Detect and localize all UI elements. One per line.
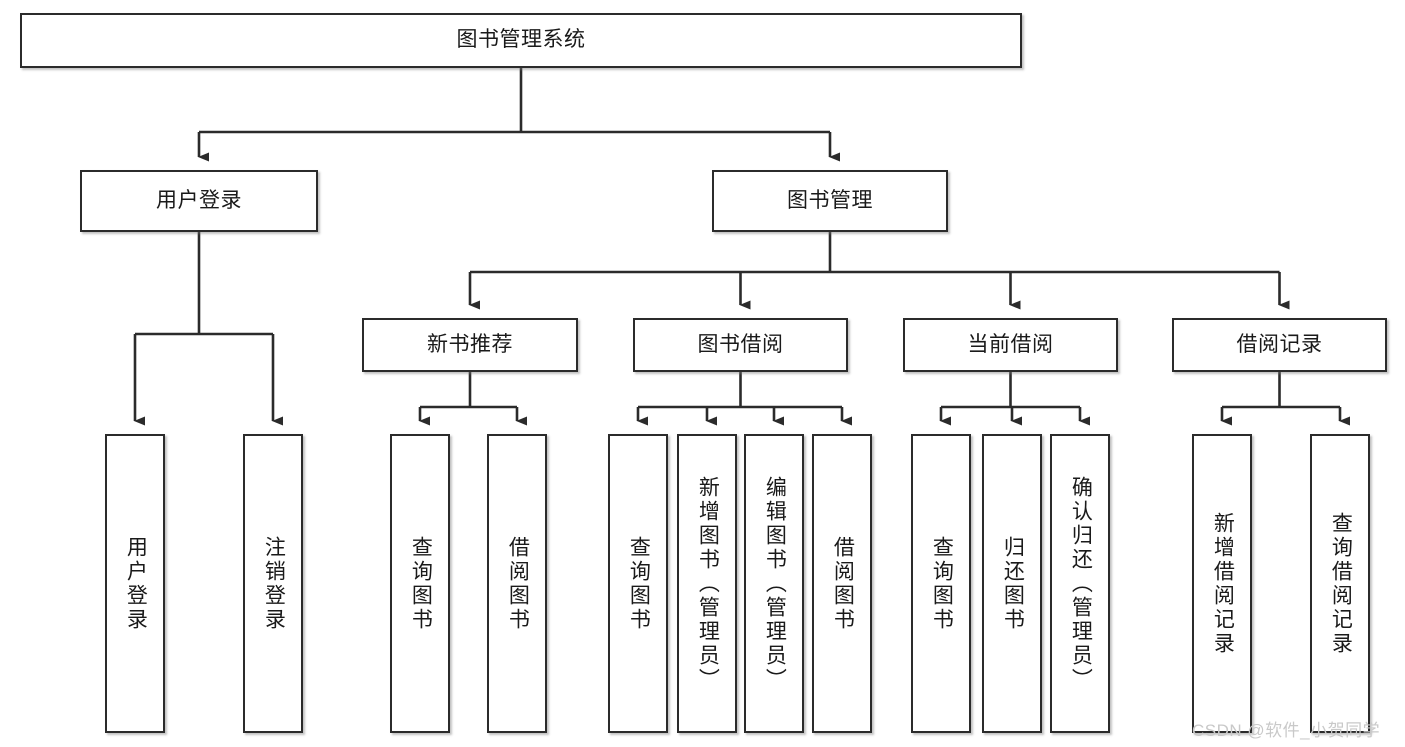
node-leaf-add-record[interactable]: 新增借阅记录 [1192, 434, 1252, 733]
node-label-leaf-edit-book: 编辑图书（管理员） [763, 475, 787, 692]
node-leaf-logout[interactable]: 注销登录 [243, 434, 303, 733]
node-root[interactable]: 图书管理系统 [20, 13, 1022, 68]
node-leaf-add-book[interactable]: 新增图书（管理员） [677, 434, 737, 733]
node-label-leaf-user-login: 用户登录 [124, 535, 148, 632]
node-leaf-borrow-book-1[interactable]: 借阅图书 [487, 434, 547, 733]
node-book-borrow[interactable]: 图书借阅 [633, 318, 848, 372]
node-borrow-record[interactable]: 借阅记录 [1172, 318, 1387, 372]
node-label-leaf-query-book-3: 查询图书 [930, 535, 954, 632]
node-book-manage[interactable]: 图书管理 [712, 170, 948, 232]
node-label-leaf-borrow-book-1: 借阅图书 [506, 535, 530, 632]
node-label-leaf-add-record: 新增借阅记录 [1211, 511, 1235, 656]
node-label-leaf-return-book: 归还图书 [1001, 535, 1025, 632]
node-label-leaf-query-book-2: 查询图书 [627, 535, 651, 632]
node-label-borrow-record: 借阅记录 [1236, 332, 1323, 356]
node-leaf-query-book-1[interactable]: 查询图书 [390, 434, 450, 733]
node-leaf-edit-book[interactable]: 编辑图书（管理员） [744, 434, 804, 733]
node-user-login[interactable]: 用户登录 [80, 170, 318, 232]
node-label-leaf-query-book-1: 查询图书 [409, 535, 433, 632]
node-leaf-borrow-book-2[interactable]: 借阅图书 [812, 434, 872, 733]
node-label-book-manage: 图书管理 [787, 188, 873, 212]
node-leaf-confirm-return[interactable]: 确认归还（管理员） [1050, 434, 1110, 733]
node-leaf-query-book-2[interactable]: 查询图书 [608, 434, 668, 733]
node-label-current-borrow: 当前借阅 [967, 332, 1054, 356]
node-label-user-login: 用户登录 [156, 188, 242, 212]
node-leaf-return-book[interactable]: 归还图书 [982, 434, 1042, 733]
node-label-new-book-rec: 新书推荐 [427, 332, 513, 356]
node-leaf-user-login[interactable]: 用户登录 [105, 434, 165, 733]
node-label-root: 图书管理系统 [456, 28, 586, 52]
node-label-leaf-confirm-return: 确认归还（管理员） [1069, 475, 1093, 692]
node-new-book-rec[interactable]: 新书推荐 [362, 318, 578, 372]
node-leaf-query-book-3[interactable]: 查询图书 [911, 434, 971, 733]
node-current-borrow[interactable]: 当前借阅 [903, 318, 1118, 372]
node-label-leaf-query-record: 查询借阅记录 [1329, 511, 1353, 656]
node-label-leaf-borrow-book-2: 借阅图书 [831, 535, 855, 632]
node-label-leaf-logout: 注销登录 [262, 535, 286, 632]
node-label-book-borrow: 图书借阅 [697, 332, 784, 356]
node-label-leaf-add-book: 新增图书（管理员） [696, 475, 720, 692]
node-leaf-query-record[interactable]: 查询借阅记录 [1310, 434, 1370, 733]
